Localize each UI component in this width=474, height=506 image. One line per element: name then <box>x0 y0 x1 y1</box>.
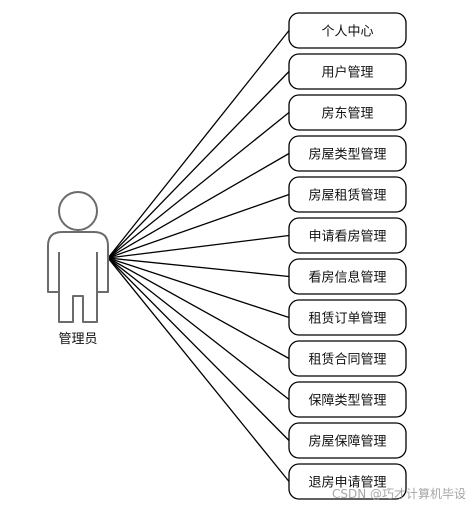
connector-line <box>107 257 290 401</box>
use-case-label: 房屋租赁管理 <box>308 188 386 204</box>
actor-label: 管理员 <box>58 332 97 347</box>
connector-line <box>107 257 290 441</box>
use-case-box: 退房申请管理 <box>288 463 407 500</box>
use-case-box: 房屋类型管理 <box>288 135 407 172</box>
use-case-label: 申请看房管理 <box>308 229 386 245</box>
actor-admin: 管理员 <box>47 191 109 347</box>
watermark: CSDN @巧才计算机毕设 <box>331 487 466 501</box>
use-case-box-outline <box>288 135 407 172</box>
use-case-box-outline <box>288 463 407 500</box>
use-case-box: 保障类型管理 <box>288 381 407 418</box>
use-case-box: 房屋保障管理 <box>288 422 407 459</box>
connector-line <box>107 30 290 259</box>
connector-line <box>107 257 290 319</box>
use-case-label: 房东管理 <box>321 106 373 122</box>
connector-line <box>107 257 290 360</box>
use-case-label: 退房申请管理 <box>308 475 386 491</box>
use-case-list: 个人中心用户管理房东管理房屋类型管理房屋租赁管理申请看房管理看房信息管理租赁订单… <box>288 12 407 500</box>
actor-head <box>58 191 98 231</box>
use-case-box: 租赁合同管理 <box>288 340 407 377</box>
use-case-box: 申请看房管理 <box>288 217 407 254</box>
connector-line <box>107 71 290 259</box>
use-case-label: 房屋类型管理 <box>308 147 386 163</box>
use-case-box-outline <box>288 381 407 418</box>
use-case-box-outline <box>288 12 407 49</box>
use-case-box: 房屋租赁管理 <box>288 176 407 213</box>
use-case-box: 个人中心 <box>288 12 407 49</box>
connector-line <box>107 193 290 259</box>
actor-body <box>47 231 109 323</box>
use-case-box-outline <box>288 176 407 213</box>
connector-line <box>107 152 290 259</box>
use-case-box-outline <box>288 217 407 254</box>
connector-lines <box>107 30 290 482</box>
use-case-box: 用户管理 <box>288 53 407 90</box>
use-case-label: 个人中心 <box>321 25 373 40</box>
use-case-label: 保障类型管理 <box>308 394 386 409</box>
use-case-box-outline <box>288 299 407 336</box>
use-case-box-outline <box>288 258 407 295</box>
use-case-box: 房东管理 <box>288 94 407 131</box>
use-case-box-outline <box>288 94 407 131</box>
connector-line <box>107 257 290 482</box>
use-case-box: 看房信息管理 <box>288 258 407 295</box>
use-case-label: 租赁合同管理 <box>308 353 386 368</box>
use-case-box: 租赁订单管理 <box>288 299 407 336</box>
use-case-label: 租赁订单管理 <box>308 312 386 327</box>
use-case-box-outline <box>288 53 407 90</box>
use-case-box-outline <box>288 340 407 377</box>
use-case-label: 看房信息管理 <box>308 270 386 286</box>
connector-line <box>107 234 290 259</box>
use-case-label: 用户管理 <box>321 65 373 81</box>
use-case-box-outline <box>288 422 407 459</box>
use-case-label: 房屋保障管理 <box>308 434 386 450</box>
connector-line <box>107 111 290 259</box>
connector-line <box>107 257 290 278</box>
